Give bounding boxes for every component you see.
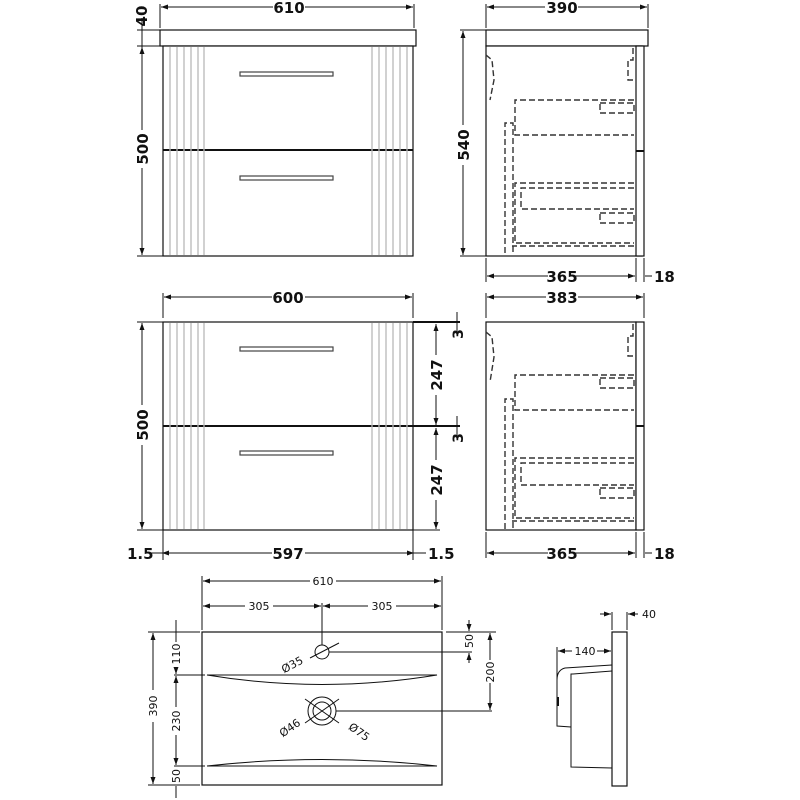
dim-inner-width: 597 bbox=[272, 545, 303, 563]
dim-basin-width: 610 bbox=[313, 575, 334, 588]
dim-top-gap: 3 bbox=[451, 329, 467, 339]
dim-left-gap: 1.5 bbox=[127, 545, 154, 563]
bowl-rear-edge bbox=[206, 674, 438, 685]
dim-cabinet-height: 500 bbox=[134, 409, 152, 440]
bowl-inner-profile bbox=[570, 670, 613, 769]
dim-waste-from-rear: 200 bbox=[484, 662, 497, 683]
dim-front-width: 610 bbox=[273, 0, 304, 17]
side-view-with-basin: 390 540 365 18 bbox=[455, 0, 675, 286]
hidden-drawer-outlines bbox=[485, 324, 635, 529]
waste-inner-ring bbox=[312, 701, 332, 721]
dim-bowl-depth: 230 bbox=[170, 711, 183, 732]
bowl-outer-profile bbox=[556, 664, 613, 728]
dim-middle-gap: 3 bbox=[451, 433, 467, 443]
right-fluted-panel bbox=[371, 323, 408, 529]
side-view-cabinet: 383 365 18 bbox=[485, 289, 675, 563]
dim-bottom-drawer-height: 247 bbox=[428, 464, 446, 495]
dim-tap-from-rear: 50 bbox=[463, 634, 476, 648]
basin-section-view: 40 140 bbox=[556, 608, 656, 787]
left-fluted-panel bbox=[169, 47, 205, 255]
basin-outline bbox=[201, 631, 443, 786]
front-view-with-basin: 610 40 500 bbox=[133, 0, 417, 257]
dim-half-width-right: 305 bbox=[372, 600, 393, 613]
left-fluted-panel bbox=[169, 323, 205, 529]
right-fluted-panel bbox=[371, 47, 408, 255]
dim-basin-thickness: 40 bbox=[642, 608, 656, 621]
top-drawer-handle bbox=[239, 71, 334, 77]
dim-cabinet-height: 500 bbox=[134, 133, 152, 164]
dim-front-thickness: 18 bbox=[654, 545, 675, 563]
dim-side-depth: 390 bbox=[546, 0, 577, 17]
dim-side-height: 540 bbox=[455, 129, 473, 160]
basin-slab-section bbox=[611, 631, 628, 787]
dim-bowl-projection: 140 bbox=[575, 645, 596, 658]
front-view-cabinet: 600 500 247 247 3 3 597 1.5 1.5 bbox=[127, 289, 467, 563]
dim-rear-to-bowl: 110 bbox=[170, 644, 183, 665]
dim-front-lip: 50 bbox=[170, 769, 183, 783]
dim-basin-depth: 390 bbox=[147, 696, 160, 717]
hidden-drawer-outlines bbox=[485, 48, 635, 253]
dim-cabinet-width: 600 bbox=[272, 289, 303, 307]
basin-plan-view: 610 305 305 50 200 Ø35 Ø46 Ø75 390 110 bbox=[147, 575, 497, 798]
dim-half-width-left: 305 bbox=[249, 600, 270, 613]
dim-side-depth: 383 bbox=[546, 289, 577, 307]
bottom-drawer-handle bbox=[239, 175, 334, 181]
dim-carcass-depth: 365 bbox=[546, 545, 577, 563]
top-drawer-handle bbox=[239, 346, 334, 352]
basin-top-slab bbox=[159, 29, 417, 47]
bottom-drawer-handle bbox=[239, 450, 334, 456]
side-carcass bbox=[485, 321, 637, 531]
dim-right-gap: 1.5 bbox=[428, 545, 455, 563]
dim-front-thickness: 18 bbox=[654, 268, 675, 286]
side-carcass bbox=[485, 45, 643, 257]
dim-top-thickness: 40 bbox=[133, 6, 151, 27]
dim-carcass-depth: 365 bbox=[546, 268, 577, 286]
bowl-front-edge bbox=[206, 759, 438, 767]
side-basin-slab bbox=[485, 29, 649, 47]
dim-top-drawer-height: 247 bbox=[428, 359, 446, 390]
